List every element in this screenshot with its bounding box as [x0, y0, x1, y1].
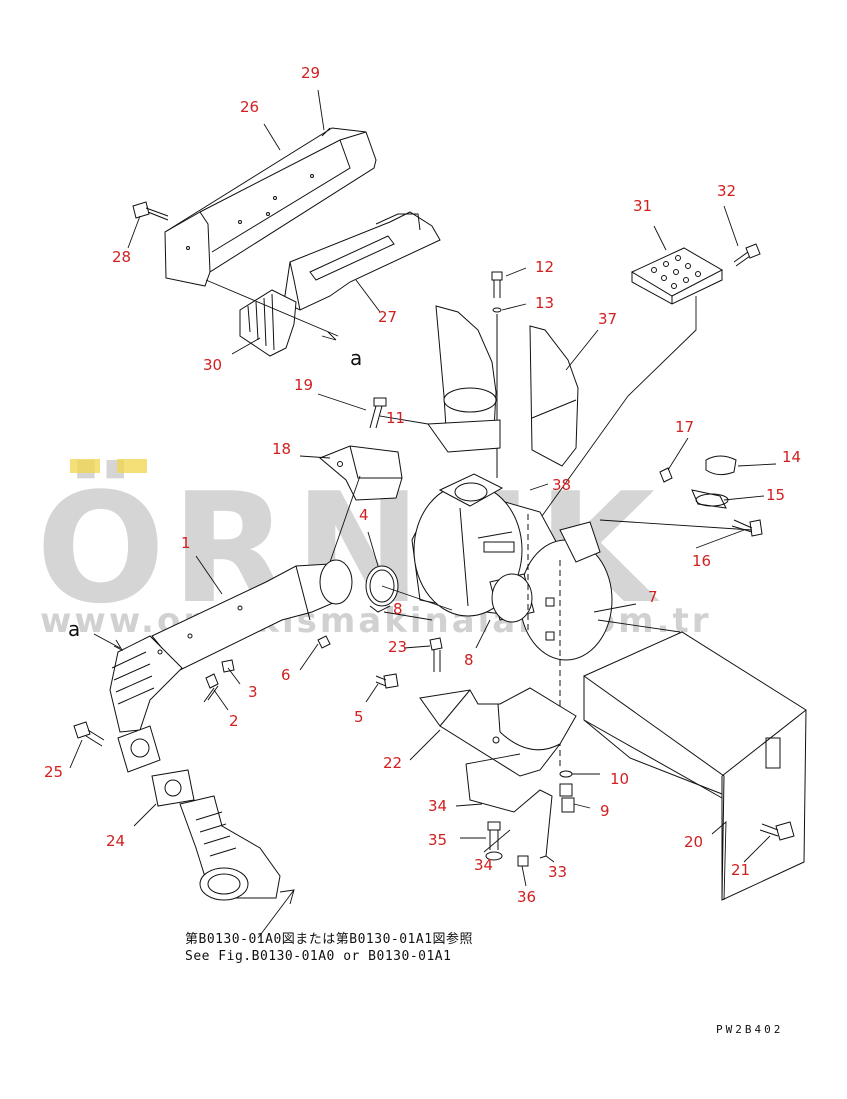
callout-9: 9 [600, 802, 610, 820]
callout-38: 38 [552, 476, 571, 494]
callout-35: 35 [428, 831, 447, 849]
reference-note-japanese: 第B0130-01A0図または第B0130-01A1図参照 [185, 931, 473, 947]
callout-13: 13 [535, 294, 554, 312]
callout-36: 36 [517, 888, 536, 906]
callout-26: 26 [240, 98, 259, 116]
callout-8-lower: 8 [464, 651, 474, 669]
figure-reference: 第B0130-01A0図または第B0130-01A1図参照 See Fig.B0… [185, 931, 473, 964]
callout-21: 21 [731, 861, 750, 879]
part-11-pipe [427, 305, 501, 453]
part-14-17-15-16 [659, 455, 763, 537]
callout-7: 7 [648, 588, 658, 606]
callout-32: 32 [717, 182, 736, 200]
lower-small-parts [465, 763, 575, 867]
part-24-gasket [151, 769, 195, 807]
callout-3: 3 [248, 683, 258, 701]
watermark-accent-dot [117, 459, 147, 473]
callout-28: 28 [112, 248, 131, 266]
callout-16: 16 [692, 552, 711, 570]
callout-29: 29 [301, 64, 320, 82]
callout-27: 27 [378, 308, 397, 326]
leader-lines [69, 89, 777, 939]
callout-4: 4 [359, 506, 369, 524]
callout-19: 19 [294, 376, 313, 394]
callout-arrow-a-2: a [68, 617, 80, 641]
callout-17: 17 [675, 418, 694, 436]
callout-10: 10 [610, 770, 629, 788]
part-21-bolt [759, 821, 795, 841]
callout-25: 25 [44, 763, 63, 781]
callout-18: 18 [272, 440, 291, 458]
reference-note-english: See Fig.B0130-01A0 or B0130-01A1 [185, 949, 451, 964]
callout-34-upper: 34 [428, 797, 447, 815]
callout-2: 2 [229, 712, 239, 730]
callout-5: 5 [354, 708, 364, 726]
part-26-cover [164, 127, 377, 287]
part-20-box [583, 631, 807, 901]
callout-20: 20 [684, 833, 703, 851]
drawing-code: PW2B402 [716, 1023, 783, 1036]
callout-labels: 29 26 28 30 27 a 31 32 12 13 37 19 11 18… [44, 64, 801, 906]
callout-30: 30 [203, 356, 222, 374]
drawing-lines [69, 89, 807, 939]
callout-22: 22 [383, 754, 402, 772]
lower-elbow-pipe [179, 795, 281, 901]
callout-8-upper: 8 [393, 600, 403, 618]
callout-34-lower: 34 [474, 856, 493, 874]
part-31-plate [630, 243, 761, 305]
callout-6: 6 [281, 666, 291, 684]
callout-12: 12 [535, 258, 554, 276]
small-fasteners [73, 635, 443, 747]
callout-arrow-a: a [350, 346, 362, 370]
callout-14: 14 [782, 448, 801, 466]
callout-23: 23 [388, 638, 407, 656]
part-18-bracket [319, 397, 403, 501]
callout-33: 33 [548, 863, 567, 881]
muffler-body [411, 473, 613, 770]
part-27-30-duct [239, 211, 441, 357]
watermark-accent-dot [70, 459, 100, 473]
callout-15: 15 [766, 486, 785, 504]
part-28-bolt [132, 201, 169, 221]
callout-31: 31 [633, 197, 652, 215]
part-1-pipe [109, 559, 353, 773]
callout-37: 37 [598, 310, 617, 328]
callout-11: 11 [386, 409, 405, 427]
part-37-plate [529, 325, 579, 467]
callout-24: 24 [106, 832, 125, 850]
callout-1: 1 [181, 534, 191, 552]
part-12-bolt [491, 271, 503, 478]
part-22-bracket [419, 687, 577, 777]
